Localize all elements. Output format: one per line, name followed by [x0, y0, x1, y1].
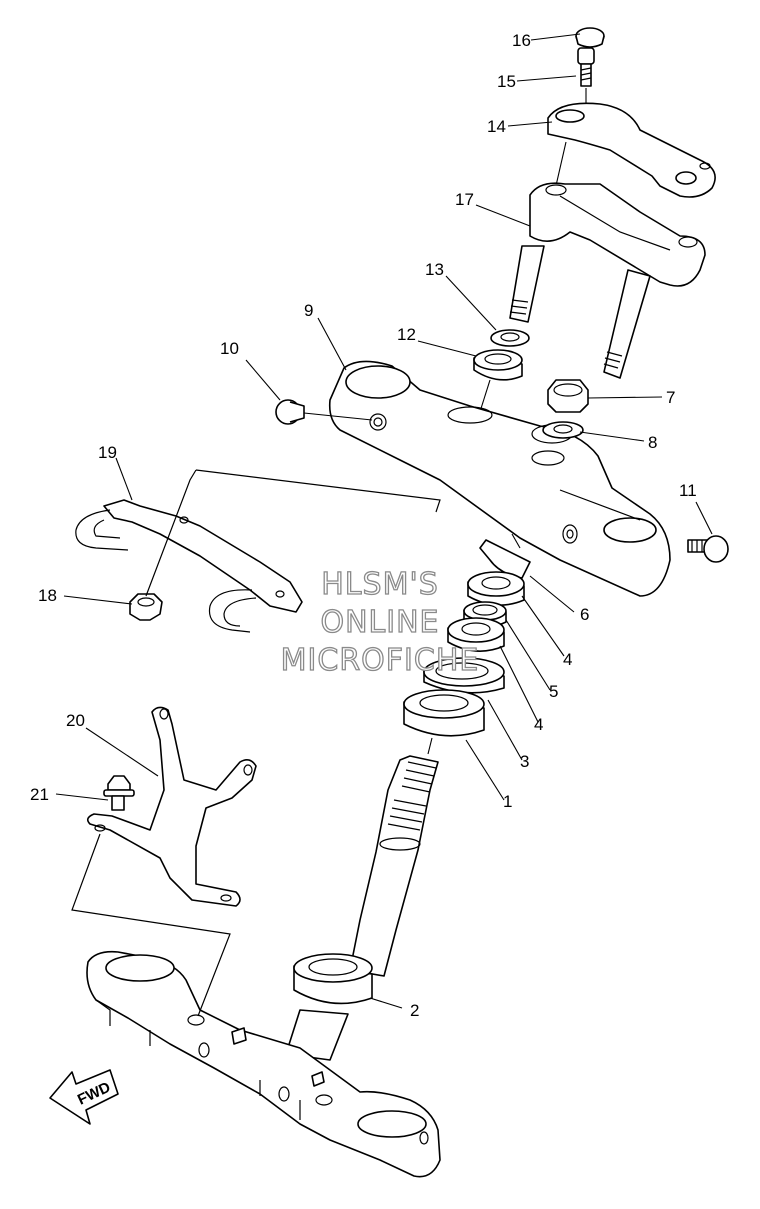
part-14-axis [554, 141, 567, 191]
callout-11: 11 [679, 481, 697, 500]
part-1-bearing-upper [403, 689, 485, 737]
part-20-stay [86, 706, 257, 907]
part-10-axis [303, 412, 373, 421]
callout-numbers: 16 15 14 17 13 12 9 10 7 8 11 6 4 5 4 3 … [30, 31, 697, 1020]
part-3-dust-seal [423, 657, 505, 694]
callout-8: 8 [648, 433, 657, 452]
callout-16: 16 [512, 31, 531, 50]
callout-1: 1 [503, 792, 512, 811]
part-13-washer [490, 329, 530, 347]
part-19-clamp [75, 499, 303, 633]
part-6-axis [511, 533, 521, 549]
under-bracket [86, 950, 441, 1178]
callout-17: 17 [455, 190, 474, 209]
callout-9: 9 [304, 301, 313, 320]
callout-12: 12 [397, 325, 416, 344]
part-15-bolt [577, 47, 595, 87]
part-1-axis [427, 737, 433, 755]
callout-10: 10 [220, 339, 239, 358]
callout-5: 5 [549, 682, 558, 701]
callout-2: 2 [410, 1001, 419, 1020]
part-17-lower-holder [509, 182, 706, 379]
callout-4-upper: 4 [563, 650, 572, 669]
steering-stem [285, 755, 439, 1061]
callout-leaders [55, 33, 713, 1009]
part-18-nut [129, 593, 163, 621]
part-7-nut [547, 379, 589, 413]
watermark: HLSM'S ONLINE MICROFICHE [280, 566, 480, 678]
part-4-ring-nut-upper [467, 571, 525, 606]
part-12-bushing [473, 349, 523, 381]
part-9-upper-bracket [328, 360, 671, 597]
callout-18: 18 [38, 586, 57, 605]
callout-19: 19 [98, 443, 117, 462]
callout-14: 14 [487, 117, 506, 136]
callout-4-lower: 4 [534, 715, 543, 734]
watermark-line-1: HLSM'S [321, 567, 439, 602]
callout-7: 7 [666, 388, 675, 407]
part-11-bolt [687, 535, 729, 563]
watermark-line-2: ONLINE [320, 605, 439, 640]
callout-21: 21 [30, 785, 49, 804]
callout-15: 15 [497, 72, 516, 91]
part-8-washer [542, 421, 584, 439]
callout-13: 13 [425, 260, 444, 279]
reference-lines [71, 469, 441, 1017]
part-10-cap [275, 399, 305, 425]
callout-20: 20 [66, 711, 85, 730]
part-21-bolt [103, 775, 135, 811]
part-16-cap [575, 27, 605, 48]
fwd-arrow: FWD [49, 1069, 119, 1125]
callout-6: 6 [580, 605, 589, 624]
part-2-bearing-lower [293, 953, 373, 1005]
callout-3: 3 [520, 752, 529, 771]
watermark-line-3: MICROFICHE [281, 643, 480, 678]
part-14-upper-holder [547, 102, 716, 198]
part-4-ring-nut-lower [447, 617, 505, 652]
